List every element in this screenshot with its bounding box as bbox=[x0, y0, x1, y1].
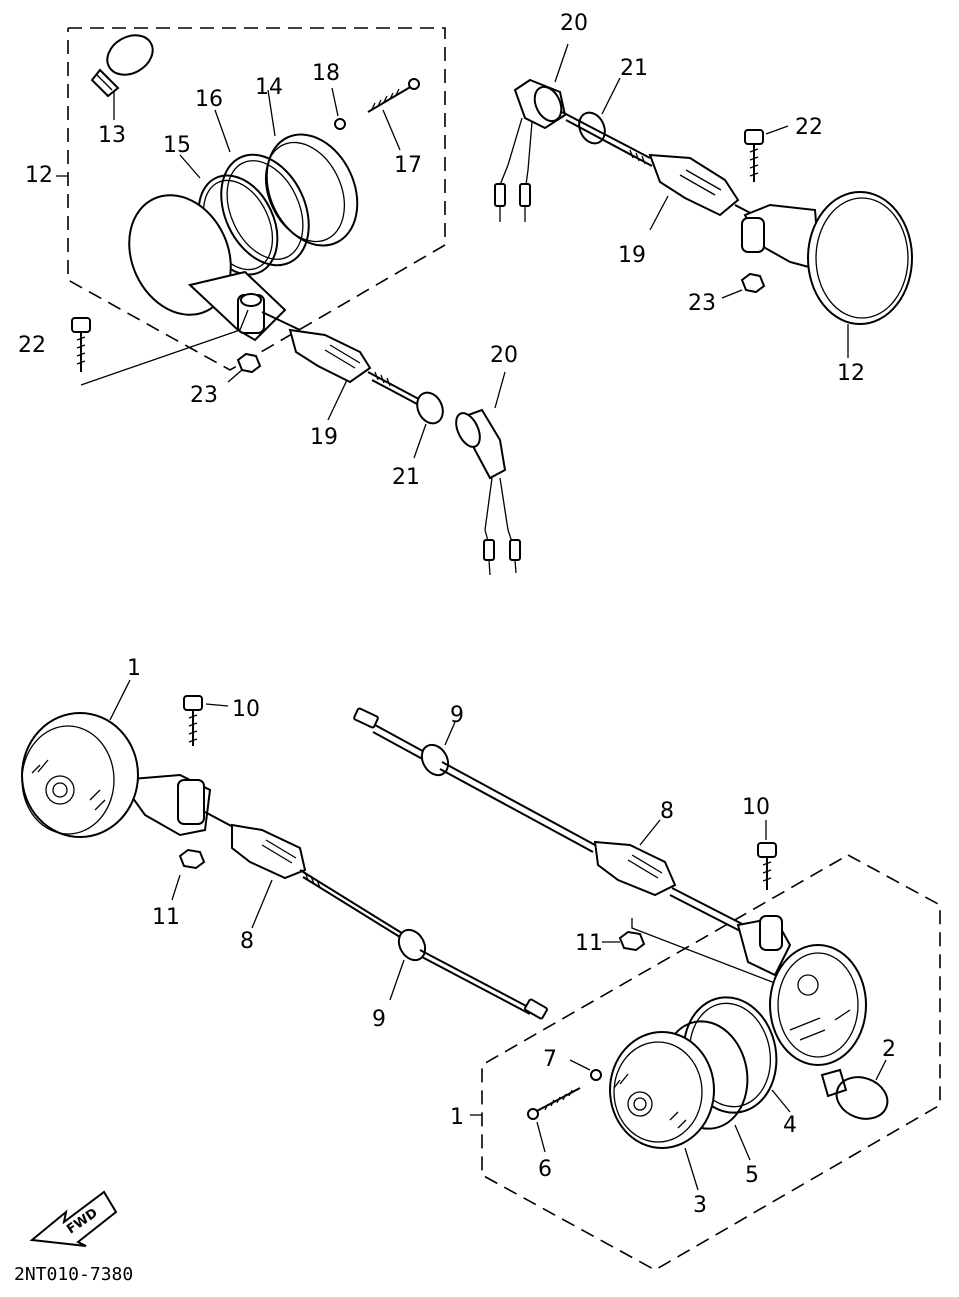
callout-label: 14 bbox=[255, 75, 283, 100]
bolt-22-left bbox=[71, 309, 249, 386]
screw-17 bbox=[367, 78, 420, 151]
callout-label: 11 bbox=[152, 905, 180, 930]
callout-label: 9 bbox=[450, 703, 464, 728]
callout-label: 21 bbox=[392, 465, 420, 490]
callout-label: 5 bbox=[745, 1163, 759, 1188]
callout-label: 15 bbox=[163, 133, 191, 158]
callout-label: 22 bbox=[18, 333, 46, 358]
assembly-boundary bbox=[67, 27, 446, 371]
callout-label: 23 bbox=[190, 383, 218, 408]
callout-label: 17 bbox=[394, 153, 422, 178]
callout-label: 19 bbox=[618, 243, 646, 268]
callout-label: 20 bbox=[560, 11, 588, 36]
callout-label: 7 bbox=[543, 1047, 557, 1072]
callout-label: 10 bbox=[232, 697, 260, 722]
harness-left bbox=[261, 311, 521, 576]
callout-labels: 20 21 22 19 23 12 13 14 16 15 18 17 12 2… bbox=[18, 11, 896, 1218]
ring-16 bbox=[214, 109, 310, 267]
callout-label: 19 bbox=[310, 425, 338, 450]
fwd-arrow: FWD bbox=[29, 1190, 118, 1247]
housing-12-left bbox=[128, 194, 287, 342]
callout-label: 23 bbox=[688, 291, 716, 316]
nut-18 bbox=[331, 87, 346, 130]
nut-23-left bbox=[227, 352, 262, 383]
lens-14 bbox=[265, 89, 359, 247]
callout-label: 1 bbox=[127, 656, 141, 681]
callout-label: 21 bbox=[620, 56, 648, 81]
callout-label: 4 bbox=[783, 1113, 797, 1138]
assembly-12-left bbox=[56, 27, 446, 371]
callout-label: 3 bbox=[693, 1193, 707, 1218]
callout-label: 12 bbox=[25, 163, 53, 188]
callout-label: 8 bbox=[660, 799, 674, 824]
callout-label: 2 bbox=[882, 1037, 896, 1062]
drawing-code: 2NT010-7380 bbox=[14, 1264, 133, 1285]
callout-label: 10 bbox=[742, 795, 770, 820]
assembly-1-right bbox=[353, 707, 941, 1271]
callout-label: 18 bbox=[312, 61, 340, 86]
bulb-13 bbox=[90, 34, 154, 120]
callout-label: 11 bbox=[575, 931, 603, 956]
fwd-arrow-icon bbox=[29, 1190, 118, 1247]
callout-label: 9 bbox=[372, 1007, 386, 1032]
callout-label: 22 bbox=[795, 115, 823, 140]
callout-label: 12 bbox=[837, 361, 865, 386]
callout-label: 8 bbox=[240, 929, 254, 954]
assembly-1-left bbox=[21, 679, 548, 1020]
callout-label: 20 bbox=[490, 343, 518, 368]
callout-label: 6 bbox=[538, 1157, 552, 1182]
assembly-12-right bbox=[494, 43, 913, 358]
callout-label: 13 bbox=[98, 123, 126, 148]
callout-label: 1 bbox=[450, 1105, 464, 1130]
callout-label: 16 bbox=[195, 87, 223, 112]
